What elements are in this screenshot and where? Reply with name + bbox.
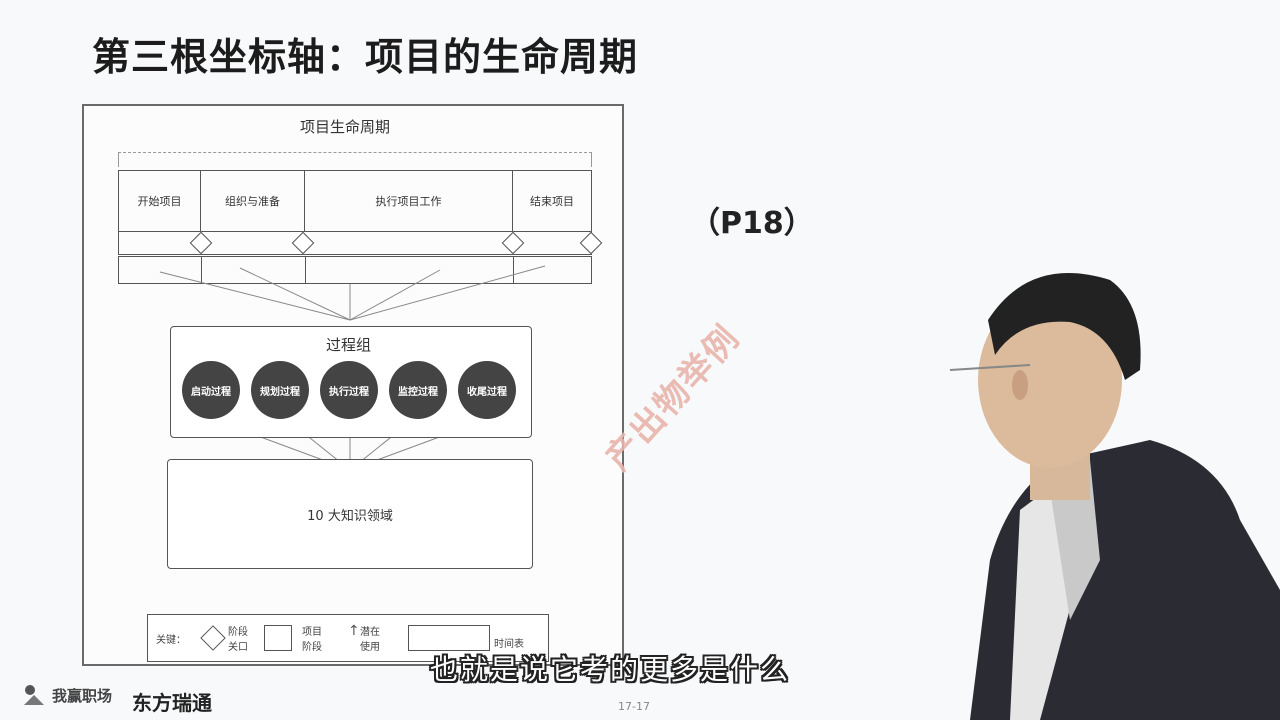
logo-woying-text: 我赢职场 — [52, 686, 113, 705]
phase-execute: 执行项目工作 — [305, 171, 513, 231]
legend-phase-gate: 阶段关口 — [228, 627, 248, 653]
phase-bar-row — [118, 256, 592, 284]
legend-box: 关键： 阶段关口 项目阶段 ↑ 潜在使用 时间表 — [147, 614, 549, 662]
page-reference: （P18） — [690, 206, 814, 241]
legend-key-label: 关键： — [156, 635, 186, 646]
slide-title: 第三根坐标轴：项目的生命周期 — [92, 35, 639, 79]
lifecycle-title: 项目生命周期 — [300, 118, 391, 136]
process-monitoring: 监控过程 — [389, 361, 447, 419]
process-closing: 收尾过程 — [458, 361, 516, 419]
process-executing: 执行过程 — [320, 361, 378, 419]
legend-potential-use: 潜在使用 — [360, 627, 380, 653]
process-planning: 规划过程 — [251, 361, 309, 419]
logo-mark-icon — [24, 685, 44, 705]
legend-diamond-icon — [200, 625, 226, 651]
process-initiating: 启动过程 — [182, 361, 240, 419]
legend-arrow-icon: ↑ — [348, 623, 360, 639]
legend-timeline: 时间表 — [494, 639, 524, 650]
logo-dongfang: 东方瑞通 — [132, 691, 212, 715]
legend-phase-box-icon — [264, 625, 292, 651]
legend-timeline-box-icon — [408, 625, 490, 651]
process-group-title: 过程组 — [326, 336, 372, 354]
presenter-image — [949, 273, 1280, 720]
phase-start: 开始项目 — [119, 171, 201, 231]
knowledge-areas-box: 10 大知识领域 — [167, 459, 533, 569]
logo-woying: 我赢职场 — [22, 683, 112, 707]
phase-close: 结束项目 — [530, 195, 574, 208]
phase-organize: 组织与准备 — [201, 171, 305, 231]
page-number: 17-17 — [618, 700, 650, 713]
video-subtitle: 也就是说它考的更多是什么 — [430, 653, 791, 686]
lifecycle-brace — [118, 152, 592, 167]
legend-project-phase: 项目阶段 — [302, 627, 322, 653]
phase-row: 开始项目 组织与准备 执行项目工作 结束项目 — [118, 170, 592, 232]
knowledge-areas-label: 10 大知识领域 — [307, 508, 393, 524]
